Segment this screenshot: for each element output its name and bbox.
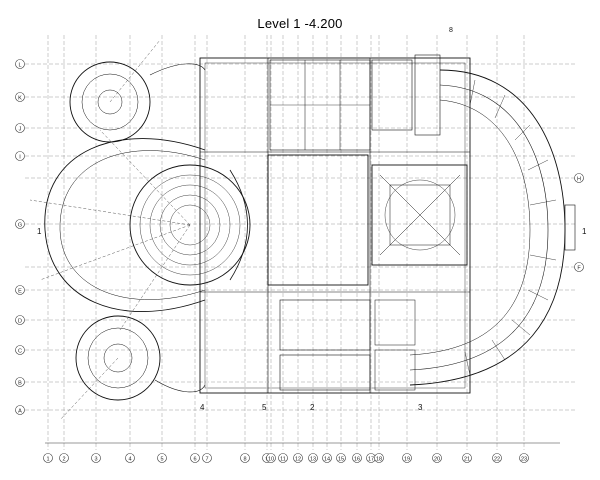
section-marker: 2 xyxy=(310,403,315,412)
column-axis-20-label: 20 xyxy=(434,456,440,462)
column-axis-6-label: 6 xyxy=(193,456,196,462)
row-axis-c: C xyxy=(15,345,25,355)
axis-markers: LKJIGEDCBAHF1234567891011121314151617181… xyxy=(15,27,587,463)
section-marker: 3 xyxy=(418,403,423,412)
column-axis-16-label: 16 xyxy=(354,456,360,462)
row-axis-f: F xyxy=(574,262,584,272)
column-axis-2: 2 xyxy=(59,453,69,463)
column-axis-13: 13 xyxy=(308,453,318,463)
auditorium xyxy=(129,164,251,286)
section-marker: 4 xyxy=(200,403,205,412)
row-axis-g: G xyxy=(15,219,25,229)
left-wing xyxy=(29,39,251,421)
section-marker: 5 xyxy=(262,403,267,412)
column-axis-8: 8 xyxy=(240,453,250,463)
column-axis-12-label: 12 xyxy=(295,456,301,462)
row-axis-k: K xyxy=(15,92,25,102)
row-axis-b-label: B xyxy=(18,380,22,386)
row-axis-a-label: A xyxy=(18,408,22,414)
column-axis-4: 4 xyxy=(125,453,135,463)
row-axis-e-label: E xyxy=(18,288,22,294)
column-axis-14: 14 xyxy=(322,453,332,463)
row-axis-l: L xyxy=(15,59,25,69)
column-axis-8-label: 8 xyxy=(243,456,246,462)
column-axis-6: 6 xyxy=(190,453,200,463)
column-axis-7: 7 xyxy=(202,453,212,463)
row-axis-a: A xyxy=(15,405,25,415)
column-axis-1: 1 xyxy=(43,453,53,463)
column-axis-15-label: 15 xyxy=(338,456,344,462)
column-axis-23: 23 xyxy=(519,453,529,463)
row-axis-b: B xyxy=(15,377,25,387)
column-axis-21-label: 21 xyxy=(464,456,470,462)
row-axis-l-label: L xyxy=(18,62,21,68)
row-axis-i: I xyxy=(15,151,25,161)
column-axis-3-label: 3 xyxy=(94,456,97,462)
building-outline xyxy=(199,54,471,394)
column-axis-14-label: 14 xyxy=(324,456,330,462)
column-axis-3: 3 xyxy=(91,453,101,463)
column-axis-10-label: 10 xyxy=(268,456,274,462)
axis-grid xyxy=(25,35,575,450)
column-axis-22: 22 xyxy=(492,453,502,463)
column-axis-19-label: 19 xyxy=(404,456,410,462)
row-axis-d-label: D xyxy=(18,318,22,324)
column-axis-17-label: 17 xyxy=(368,456,374,462)
tower-south xyxy=(75,315,161,401)
row-axis-d: D xyxy=(15,315,25,325)
top-section-marker: 8 xyxy=(449,27,453,34)
row-axis-i-label: I xyxy=(19,154,21,160)
column-axis-19: 19 xyxy=(402,453,412,463)
column-axis-17: 17 xyxy=(366,453,376,463)
row-axis-k-label: K xyxy=(18,95,22,101)
stage-area xyxy=(371,164,468,266)
row-axis-f-label: F xyxy=(577,265,581,271)
row-axis-g-label: G xyxy=(18,222,22,228)
row-axis-c-label: C xyxy=(18,348,22,354)
column-axis-20: 20 xyxy=(432,453,442,463)
row-axis-j-label: J xyxy=(19,126,22,132)
column-axis-11-label: 11 xyxy=(280,456,286,462)
column-axis-18-label: 18 xyxy=(376,456,382,462)
row-axis-e: E xyxy=(15,285,25,295)
column-axis-2-label: 2 xyxy=(62,456,65,462)
column-axis-15: 15 xyxy=(336,453,346,463)
column-axis-23-label: 23 xyxy=(521,456,527,462)
column-axis-13-label: 13 xyxy=(310,456,316,462)
column-axis-12: 12 xyxy=(293,453,303,463)
row-axis-h: H xyxy=(574,173,584,183)
column-axis-22-label: 22 xyxy=(494,456,500,462)
row-axis-h-label: H xyxy=(577,176,581,182)
column-axis-11: 11 xyxy=(278,453,288,463)
row-axis-j: J xyxy=(15,123,25,133)
column-axis-7-label: 7 xyxy=(205,456,208,462)
column-axis-5: 5 xyxy=(157,453,167,463)
section-marker: 1 xyxy=(37,227,42,236)
column-axis-5-label: 5 xyxy=(160,456,163,462)
central-block xyxy=(199,57,471,394)
column-axis-1-label: 1 xyxy=(46,456,49,462)
column-axis-10: 10 xyxy=(266,453,276,463)
column-axis-4-label: 4 xyxy=(128,456,131,462)
column-axis-21: 21 xyxy=(462,453,472,463)
column-axis-18: 18 xyxy=(374,453,384,463)
drawing-title: Level 1 -4.200 xyxy=(257,16,343,31)
column-axis-16: 16 xyxy=(352,453,362,463)
section-marker: 1 xyxy=(582,227,587,236)
tower-north xyxy=(69,61,151,143)
right-wing xyxy=(409,69,576,386)
